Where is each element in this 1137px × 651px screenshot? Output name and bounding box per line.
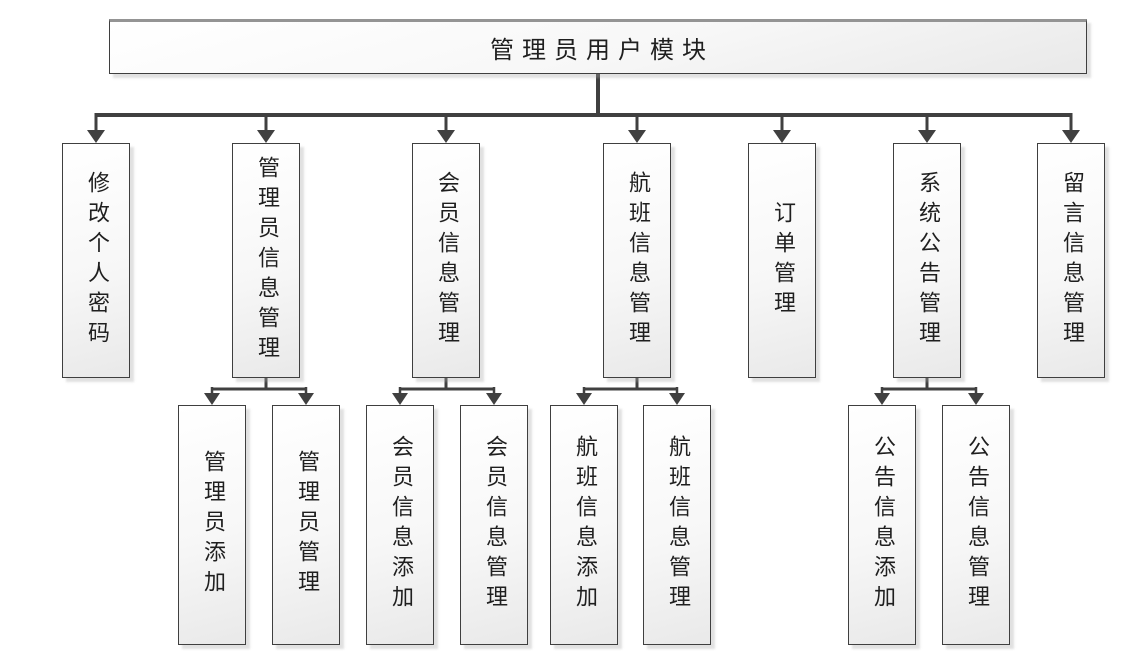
node-label: 公告信息管理: [964, 435, 989, 615]
arrow-down-icon: [669, 393, 685, 405]
arrow-down-icon: [918, 130, 936, 143]
node-label: 航班信息添加: [572, 435, 597, 615]
arrow-down-icon: [87, 130, 105, 143]
arrow-down-icon: [773, 130, 791, 143]
connector-member-info-children: [392, 377, 502, 405]
arrow-down-icon: [298, 393, 314, 405]
node-member-info-manage: 会员信息管理: [460, 405, 528, 645]
node-label: 管理员添加: [200, 450, 225, 600]
node-flight-info-manage: 航班信息管理: [643, 405, 711, 645]
node-member-info-add: 会员信息添加: [366, 405, 434, 645]
arrow-down-icon: [874, 393, 890, 405]
node-admin-add: 管理员添加: [178, 405, 246, 645]
arrow-down-icon: [1062, 130, 1080, 143]
node-label: 航班信息管理: [625, 170, 650, 351]
node-flight-info-add: 航班信息添加: [550, 405, 618, 645]
node-admin-manage: 管理员管理: [272, 405, 340, 645]
node-label: 系统公告管理: [915, 170, 940, 351]
node-system-announcement-management: 系统公告管理: [893, 143, 961, 378]
arrow-down-icon: [437, 130, 455, 143]
node-label: 留言信息管理: [1059, 170, 1084, 351]
arrow-down-icon: [257, 130, 275, 143]
node-order-management: 订单管理: [748, 143, 816, 378]
connector-root-to-modules: [87, 74, 1080, 143]
node-label: 管理员信息管理: [254, 155, 279, 366]
arrow-down-icon: [392, 393, 408, 405]
node-label: 管理员管理: [294, 450, 319, 600]
node-label: 会员信息添加: [388, 435, 413, 615]
node-label: 修改个人密码: [84, 170, 109, 351]
node-label: 会员信息管理: [482, 435, 507, 615]
node-announcement-info-manage: 公告信息管理: [942, 405, 1010, 645]
node-admin-info-management: 管理员信息管理: [232, 143, 300, 378]
arrow-down-icon: [486, 393, 502, 405]
node-modify-password: 修改个人密码: [62, 143, 130, 378]
connector-flight-info-children: [576, 377, 685, 405]
arrow-down-icon: [968, 393, 984, 405]
connector-announcement-children: [874, 377, 984, 405]
node-label: 公告信息添加: [870, 435, 895, 615]
node-admin-user-module: 管理员用户模块: [109, 19, 1087, 74]
node-label: 管理员用户模块: [490, 36, 714, 64]
arrow-down-icon: [628, 130, 646, 143]
node-member-info-management: 会员信息管理: [412, 143, 480, 378]
connector-admin-info-children: [204, 377, 314, 405]
node-flight-info-management: 航班信息管理: [603, 143, 671, 378]
node-label: 订单管理: [770, 200, 795, 321]
node-message-info-management: 留言信息管理: [1037, 143, 1105, 378]
arrow-down-icon: [576, 393, 592, 405]
node-label: 航班信息管理: [665, 435, 690, 615]
arrow-down-icon: [204, 393, 220, 405]
node-label: 会员信息管理: [434, 170, 459, 351]
node-announcement-info-add: 公告信息添加: [848, 405, 916, 645]
